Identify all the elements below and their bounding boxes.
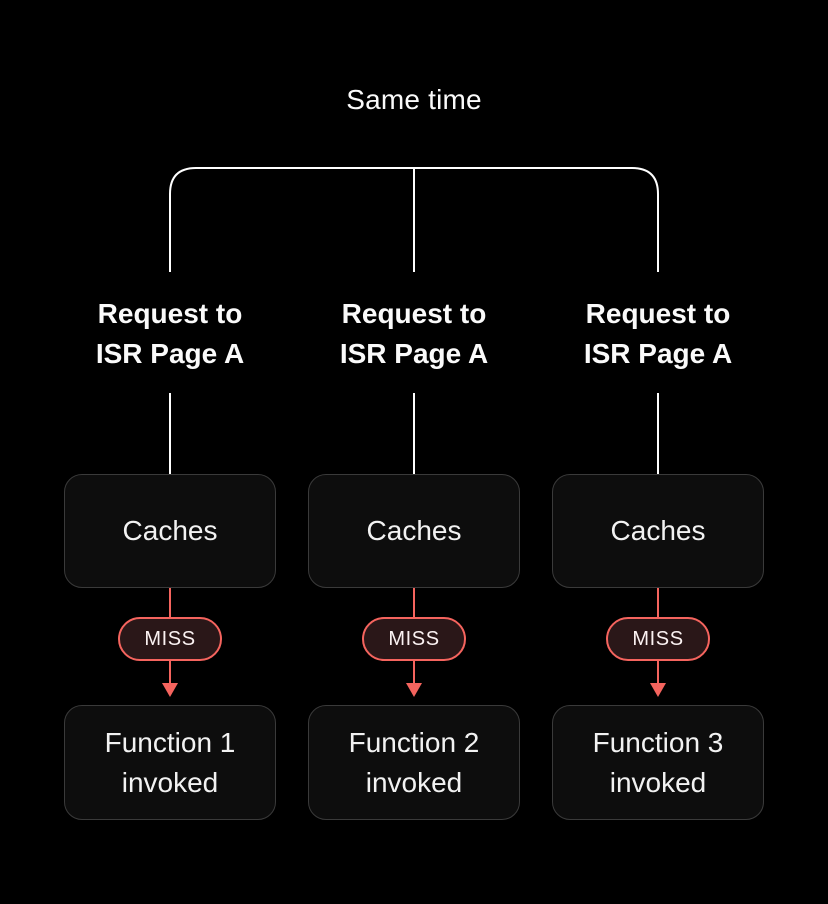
cache-node: Caches (64, 474, 276, 588)
function-node-line1: Function 2 (348, 726, 480, 758)
function-node-line1: Function 1 (104, 726, 236, 758)
request-label-line1: Request to (97, 298, 243, 329)
cache-node-label: Caches (366, 515, 462, 546)
flow-column-1: Request to ISR Page A Caches MISS Functi… (64, 0, 276, 904)
request-label-line2: ISR Page A (339, 338, 489, 369)
request-label-line1: Request to (585, 298, 731, 329)
function-node-line1: Function 3 (592, 726, 724, 758)
status-badge-label: MISS (388, 627, 440, 650)
flow-column-2: Request to ISR Page A Caches MISS Functi… (308, 0, 520, 904)
function-node-line2: invoked (365, 766, 463, 798)
function-node: Function 3 invoked (552, 705, 764, 820)
function-node: Function 1 invoked (64, 705, 276, 820)
status-badge-miss: MISS (606, 617, 710, 661)
cache-node: Caches (552, 474, 764, 588)
cache-node: Caches (308, 474, 520, 588)
status-badge-miss: MISS (362, 617, 466, 661)
status-badge-label: MISS (144, 627, 196, 650)
status-badge-miss: MISS (118, 617, 222, 661)
cache-node-label: Caches (122, 515, 218, 546)
request-label: Request to ISR Page A (308, 294, 520, 374)
function-node-line2: invoked (609, 766, 707, 798)
function-node-line2: invoked (121, 766, 219, 798)
flow-column-3: Request to ISR Page A Caches MISS Functi… (552, 0, 764, 904)
request-label-line1: Request to (341, 298, 487, 329)
request-label-line2: ISR Page A (583, 338, 733, 369)
diagram-title: Same time (346, 84, 482, 115)
request-label: Request to ISR Page A (64, 294, 276, 374)
cache-node-label: Caches (610, 515, 706, 546)
status-badge-label: MISS (632, 627, 684, 650)
request-label-line2: ISR Page A (95, 338, 245, 369)
function-node: Function 2 invoked (308, 705, 520, 820)
request-label: Request to ISR Page A (552, 294, 764, 374)
